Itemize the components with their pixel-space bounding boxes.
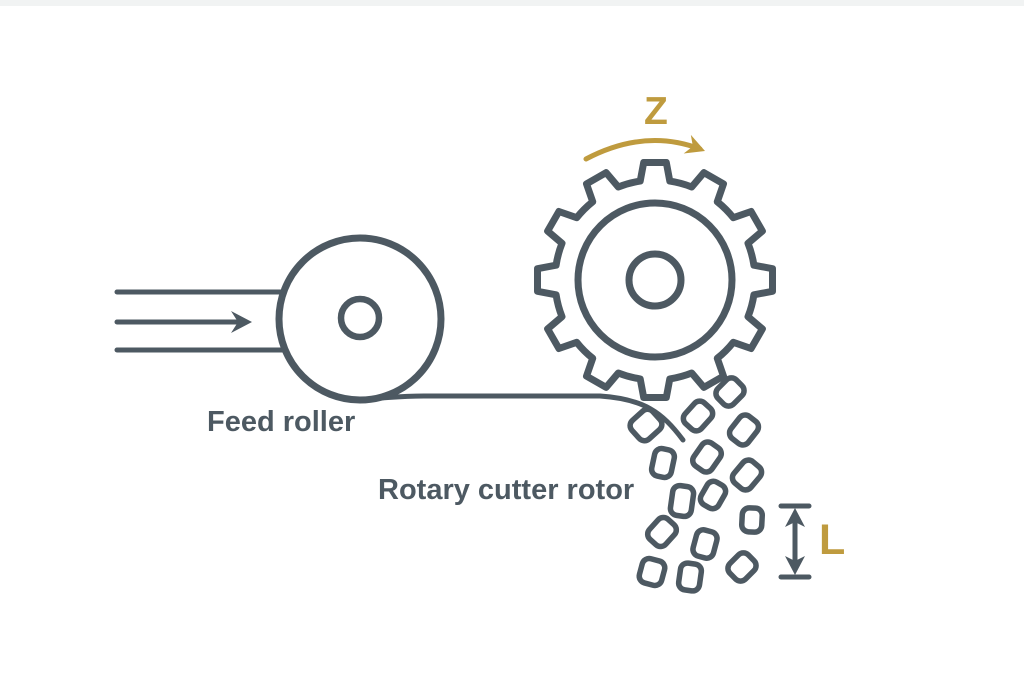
top-edge-strip <box>0 0 1024 6</box>
cut-pieces-group <box>627 375 766 594</box>
cut-piece <box>726 412 762 448</box>
cut-piece <box>648 445 678 481</box>
cutter-gear-shape <box>534 159 776 401</box>
rotary-cutter-rotor-label: Rotary cutter rotor <box>378 474 635 506</box>
cut-piece <box>690 527 720 561</box>
rotation-arrowhead-icon <box>683 134 705 154</box>
cut-piece <box>713 375 747 409</box>
feed-roller-hub <box>337 295 383 341</box>
gear-hub <box>625 250 685 310</box>
cut-piece <box>725 550 759 584</box>
feed-roller-shape <box>275 234 445 404</box>
cut-piece <box>636 555 668 589</box>
gear-ring <box>574 199 736 361</box>
gear-teeth-outline <box>534 159 776 401</box>
feed-material-lines <box>114 289 289 353</box>
cut-piece <box>697 478 729 512</box>
cut-piece <box>644 514 680 550</box>
cut-piece <box>627 406 665 444</box>
feed-roller-circle <box>275 234 445 404</box>
cut-piece <box>689 439 725 475</box>
dimension-arrowhead-up-icon <box>785 508 805 527</box>
length-dimension <box>778 503 812 580</box>
feed-roller-label: Feed roller <box>207 406 356 438</box>
cut-length-symbol: L <box>819 516 846 564</box>
cut-piece <box>738 505 766 535</box>
feed-direction-arrowhead-icon <box>231 311 252 333</box>
cut-piece <box>675 560 705 594</box>
cut-piece <box>729 457 765 493</box>
rotation-arrow <box>583 134 705 162</box>
rotation-arc <box>583 138 703 162</box>
rotation-speed-symbol: Z <box>644 90 668 133</box>
cut-piece <box>680 398 716 434</box>
cut-piece <box>667 482 697 520</box>
dimension-arrowhead-down-icon <box>785 556 805 575</box>
